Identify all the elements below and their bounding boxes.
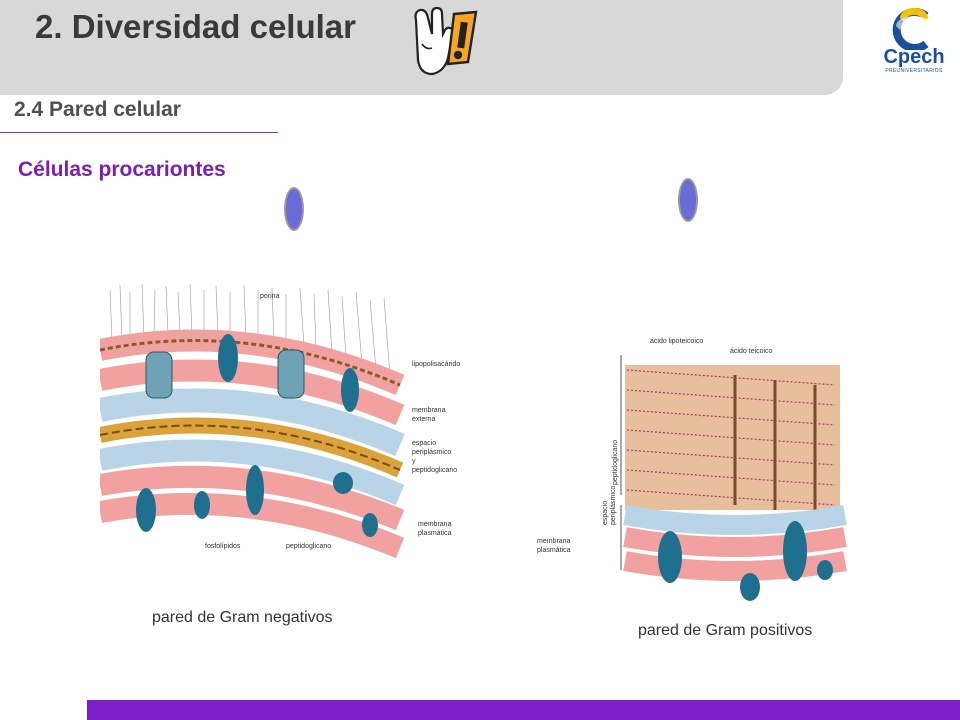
label-plasma-membrane-2: plasmática (418, 530, 452, 537)
gram-positive-wall-diagram: ácido lipoteicoico ácido teicoico peptid… (537, 338, 847, 639)
hand-alert-icon (414, 6, 478, 76)
slide-title: 2. Diversidad celular (35, 8, 356, 45)
logo-subtext: PREUNIVERSITARIOS (885, 68, 943, 74)
teichoic-acids (733, 375, 817, 515)
logo-text: Cpech (883, 46, 945, 68)
label-peptidoglycan: peptidoglicano (286, 543, 331, 550)
section-heading: Células procariontes (18, 158, 226, 181)
membrane-proteins (658, 521, 833, 601)
label-outer-membrane-1: membrana (412, 407, 446, 414)
porin-proteins (145, 349, 305, 399)
subtitle-divider (0, 132, 278, 133)
gram-negative-wall-diagram: porina lipopolisacárido membrana externa… (100, 283, 460, 626)
label-periplasm-1: espacio (412, 440, 436, 447)
label-periplasm-3: y (412, 458, 416, 465)
label-lps: lipopolisacárido (412, 361, 460, 368)
label-porin: porina (260, 293, 280, 300)
label-periplasm-pos-2: periplásmico (610, 486, 617, 525)
lps-strands (109, 283, 391, 377)
label-periplasm-2: periplásmico (412, 449, 451, 456)
label-periplasm-pos-1: espacio (602, 501, 609, 525)
label-periplasm-4: peptidoglicano (412, 467, 457, 474)
label-outer-membrane-2: externa (412, 416, 435, 423)
peptidoglycan-mesh (626, 369, 836, 506)
logo-mark-icon (892, 8, 932, 52)
label-phospholipids: fosfolípidos (205, 543, 241, 550)
section-subtitle: 2.4 Pared celular (14, 98, 181, 121)
label-plasma-membrane-pos-2: plasmática (537, 547, 571, 554)
footer-bar (87, 700, 960, 720)
label-plasma-membrane-1: membrana (418, 521, 452, 528)
membrane-proteins (136, 334, 378, 537)
label-teichoic: ácido teicoico (730, 348, 773, 355)
label-lipoteichoic: ácido lipoteicoico (650, 338, 703, 345)
caption-gram-negative: pared de Gram negativos (152, 609, 333, 626)
caption-gram-positive: pared de Gram positivos (638, 622, 812, 639)
cpech-logo: Cpech PREUNIVERSITARIOS (876, 6, 952, 76)
oval-marker-right[interactable] (678, 178, 698, 222)
label-plasma-membrane-pos-1: membrana (537, 538, 571, 545)
label-peptidoglycan-pos: peptidoglicano (612, 440, 619, 485)
oval-marker-left[interactable] (284, 187, 304, 231)
